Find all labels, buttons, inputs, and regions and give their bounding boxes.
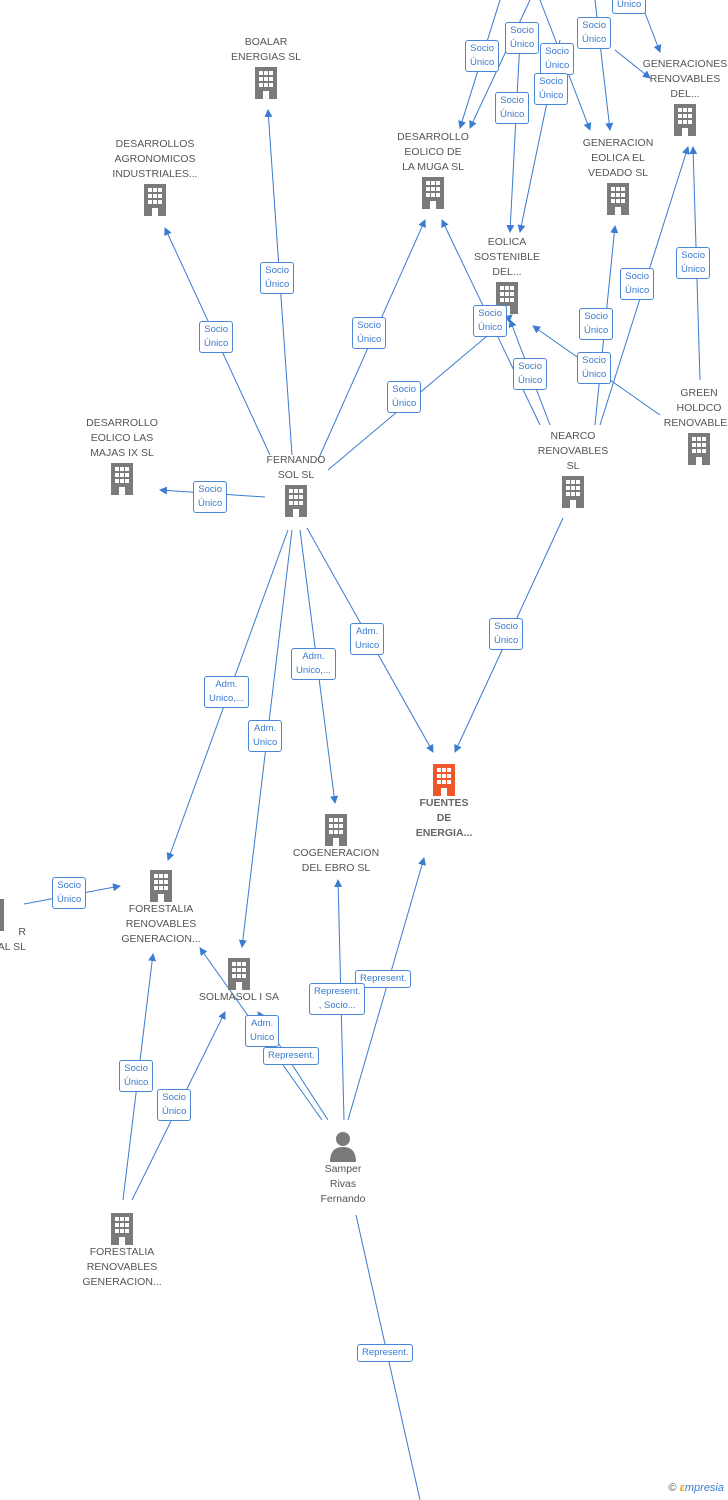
building-icon [111,1213,133,1245]
building-icon [674,104,696,136]
building-icon [285,485,307,517]
building-icon [325,814,347,846]
company-node-boalar[interactable]: BOALAR ENERGIAS SL [206,35,326,99]
relation-badge[interactable]: Socio Único [52,877,87,909]
relation-badge[interactable]: Adm. Unico,... [204,676,249,708]
company-node-generacion-vedado[interactable]: GENERACION EOLICA EL VEDADO SL [558,136,678,215]
building-icon [607,183,629,215]
company-node-desarrollo-muga[interactable]: DESARROLLO EOLICO DE LA MUGA SL [373,130,493,209]
relation-badge[interactable]: Adm. Unico [350,623,385,655]
company-label: FORESTALIA RENOVABLES GENERACION... [121,903,201,945]
relation-badge[interactable]: Socio Único [513,358,548,390]
relation-badge[interactable]: Socio Único [577,17,612,49]
company-label: FORESTALIA RENOVABLES GENERACION... [82,1246,162,1288]
company-label: DESARROLLOS AGRONOMICOS INDUSTRIALES... [112,138,198,180]
company-node-eolica-sostenible[interactable]: EOLICA SOSTENIBLE DEL... [447,235,567,314]
relation-badge[interactable]: Adm. Unico,... [291,648,336,680]
company-node-forestalia-bottom[interactable]: FORESTALIA RENOVABLES GENERACION... [62,1211,182,1290]
relation-badge[interactable]: Represent. [263,1047,320,1065]
relation-badge[interactable]: Socio Único [534,73,569,105]
company-node-generaciones-renovables[interactable]: GENERACIONES RENOVABLES DEL... [630,57,728,136]
company-node-green-holdco[interactable]: GREEN HOLDCO RENOVABLES [646,386,728,465]
company-node-forestalia-top[interactable]: FORESTALIA RENOVABLES GENERACION... [101,868,221,947]
relation-badge[interactable]: Represent. [355,970,412,988]
company-label: NEARCO RENOVABLES SL [537,430,609,472]
brand-logo-text: mpresia [684,1482,724,1494]
person-icon [330,1132,356,1162]
relation-badge[interactable]: Socio Único [579,308,614,340]
building-icon [0,899,4,931]
company-label: SOLMASOL I SA [198,991,280,1003]
relation-badge[interactable]: Socio Único [119,1060,154,1092]
relation-badge[interactable]: Socio Único [489,618,524,650]
building-icon [422,177,444,209]
relation-badge[interactable]: Adm. Unico [245,1015,280,1047]
relation-badge[interactable]: Socio Único [505,22,540,54]
company-node-solmasol[interactable]: SOLMASOL I SA [179,956,299,1005]
company-node-desarrollo-majas[interactable]: DESARROLLO EOLICO LAS MAJAS IX SL [62,416,182,495]
company-node-left-partial[interactable]: R AL SL [0,897,30,955]
relation-badge[interactable]: Socio Único [495,92,530,124]
company-label: BOALAR ENERGIAS SL [230,36,302,63]
person-node-samper-rivas[interactable]: Samper Rivas Fernando [283,1130,403,1207]
relation-badge[interactable]: Represent. , Socio... [309,983,366,1015]
relation-badge[interactable]: Socio Único [540,43,575,75]
relation-badge[interactable]: Socio Único [676,247,711,279]
building-icon [228,958,250,990]
relation-badge[interactable]: Socio Único [387,381,422,413]
company-label: COGENERACION DEL EBRO SL [292,847,380,874]
company-label: DESARROLLO EOLICO LAS MAJAS IX SL [86,417,158,459]
relation-badge[interactable]: Socio Único [157,1089,192,1121]
relation-badge[interactable]: Socio Único [473,305,508,337]
company-node-nearco[interactable]: NEARCO RENOVABLES SL [513,429,633,508]
company-label: DESARROLLO EOLICO DE LA MUGA SL [397,131,469,173]
person-label: Samper Rivas Fernando [320,1163,366,1205]
company-node-desarrollos-agronomicos[interactable]: DESARROLLOS AGRONOMICOS INDUSTRIALES... [95,137,215,216]
relation-badge[interactable]: Socio Único [577,352,612,384]
company-label: EOLICA SOSTENIBLE DEL... [474,236,540,278]
company-label: GENERACIONES RENOVABLES DEL... [642,58,728,100]
building-icon [562,476,584,508]
relation-badge[interactable]: Socio Único [260,262,295,294]
copyright-icon: © [668,1482,677,1494]
company-node-cogeneracion-ebro[interactable]: COGENERACION DEL EBRO SL [276,812,396,876]
relation-badge[interactable]: Represent. [357,1344,414,1362]
building-icon [111,463,133,495]
building-icon [144,184,166,216]
building-icon [150,870,172,902]
building-icon [255,67,277,99]
building-icon [433,764,455,796]
company-node-fuentes-de-energia[interactable]: FUENTES DE ENERGIA... [384,762,504,841]
relation-badge[interactable]: Adm. Unico [248,720,283,752]
relation-badge[interactable]: Único [612,0,647,14]
relation-badge[interactable]: Socio Único [352,317,387,349]
relation-badge[interactable]: Socio Único [193,481,228,513]
company-label: R AL SL [0,926,26,953]
relation-badge[interactable]: Socio Único [620,268,655,300]
company-label: GENERACION EOLICA EL VEDADO SL [582,137,654,179]
brand-logo-letter: ε [679,1482,685,1494]
relation-badge[interactable]: Socio Único [465,40,500,72]
company-label: FERNANDO SOL SL [266,454,326,481]
company-label: GREEN HOLDCO RENOVABLES [663,387,728,429]
brand-watermark: © εmpresia [668,1482,724,1494]
company-label: FUENTES DE ENERGIA... [415,797,473,839]
company-node-fernando-sol[interactable]: FERNANDO SOL SL [236,453,356,517]
building-icon [688,433,710,465]
relation-badge[interactable]: Socio Único [199,321,234,353]
